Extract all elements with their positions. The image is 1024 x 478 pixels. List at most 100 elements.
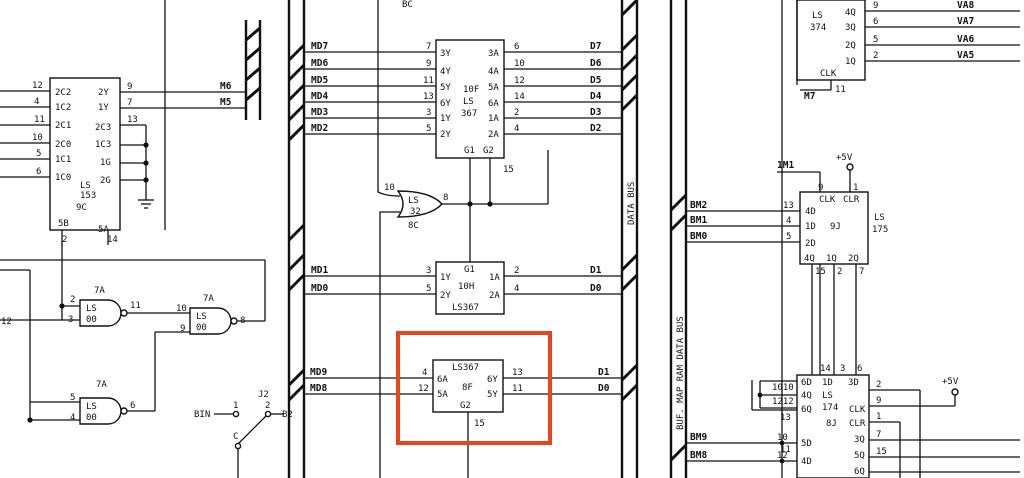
svg-text:G1: G1 [464, 265, 475, 275]
svg-text:3Q: 3Q [854, 435, 865, 445]
svg-text:2Y: 2Y [98, 88, 109, 98]
svg-text:MD2: MD2 [311, 123, 328, 134]
svg-text:BM0: BM0 [690, 231, 707, 242]
svg-text:CLK: CLK [820, 69, 837, 79]
svg-text:LS: LS [86, 304, 97, 314]
svg-text:1C2: 1C2 [55, 103, 71, 113]
svg-text:4: 4 [514, 284, 519, 294]
svg-text:10H: 10H [458, 282, 474, 292]
left-edge-12: 12 [1, 317, 12, 327]
net-m7: M7 [804, 91, 815, 102]
svg-text:2A: 2A [488, 130, 499, 140]
svg-text:MD8: MD8 [310, 383, 327, 394]
svg-text:15: 15 [474, 419, 485, 429]
svg-text:B2: B2 [282, 410, 293, 420]
svg-text:2: 2 [514, 266, 519, 276]
svg-text:1010: 1010 [772, 383, 794, 393]
svg-text:BM9: BM9 [690, 432, 707, 443]
svg-text:1G: 1G [100, 158, 111, 168]
svg-text:CLK: CLK [849, 405, 866, 415]
chip-ls175-9j: 1M1 +5V 9 1 CLK CLR 4D 1D 2D 9J 4Q 1Q 2Q… [686, 153, 888, 375]
svg-text:LS367: LS367 [452, 363, 479, 373]
svg-text:2C1: 2C1 [55, 121, 71, 131]
svg-text:3Q: 3Q [845, 23, 856, 33]
svg-text:D5: D5 [590, 75, 602, 86]
svg-text:6Q: 6Q [801, 405, 812, 415]
svg-text:7: 7 [876, 430, 881, 440]
svg-text:12: 12 [418, 384, 429, 394]
svg-text:12: 12 [32, 81, 43, 91]
svg-text:1: 1 [233, 401, 238, 411]
svg-text:5: 5 [36, 149, 41, 159]
svg-text:1C1: 1C1 [55, 155, 71, 165]
svg-text:8C: 8C [408, 221, 419, 231]
svg-text:LS: LS [196, 312, 207, 322]
jumper-name: J2 [258, 390, 269, 400]
svg-text:+5V: +5V [942, 377, 959, 387]
svg-text:1: 1 [876, 412, 881, 422]
svg-text:5Q: 5Q [854, 451, 865, 461]
svg-text:BM8: BM8 [690, 450, 707, 461]
svg-text:+5V: +5V [836, 153, 853, 163]
svg-text:BM1: BM1 [690, 215, 707, 226]
svg-text:7: 7 [426, 42, 431, 52]
svg-text:2: 2 [876, 380, 881, 390]
svg-text:D2: D2 [590, 123, 601, 134]
svg-text:175: 175 [872, 225, 888, 235]
svg-text:5A: 5A [488, 83, 499, 93]
buf-map-ram-bus-label: BUF. MAP RAM DATA BUS [676, 316, 686, 430]
svg-text:MD1: MD1 [311, 265, 328, 276]
svg-text:6Y: 6Y [440, 99, 451, 109]
svg-text:LS367: LS367 [452, 303, 479, 313]
svg-text:7: 7 [127, 98, 132, 108]
svg-text:BM2: BM2 [690, 200, 707, 211]
svg-text:1: 1 [853, 183, 858, 193]
svg-text:LS: LS [463, 97, 474, 107]
svg-text:6Y: 6Y [487, 375, 498, 385]
svg-text:1Y: 1Y [98, 103, 109, 113]
svg-text:1D: 1D [822, 378, 833, 388]
svg-text:12: 12 [514, 76, 525, 86]
svg-text:MD3: MD3 [311, 107, 328, 118]
svg-text:00: 00 [196, 323, 207, 333]
svg-text:2A: 2A [489, 291, 500, 301]
jumper-j2: BIN 1 2 J2 B2 C [194, 390, 293, 478]
svg-text:CLK: CLK [819, 195, 836, 205]
svg-text:1Q: 1Q [845, 57, 856, 67]
svg-text:2Q: 2Q [848, 254, 859, 264]
svg-text:12: 12 [777, 451, 788, 461]
svg-text:1D: 1D [805, 222, 816, 232]
svg-text:1C0: 1C0 [55, 173, 71, 183]
svg-text:2: 2 [70, 295, 75, 305]
svg-text:7: 7 [859, 267, 864, 277]
svg-text:9: 9 [426, 59, 431, 69]
svg-text:C: C [233, 432, 238, 442]
svg-text:3A: 3A [488, 49, 499, 59]
chip-ls367-10h: G1 1Y 2Y 1A 2A 10H LS367 3 5 2 4 MD1 MD0… [304, 261, 622, 315]
chip-ls367-8f: LS367 6A 5A 6Y 5Y 8F G2 15 4 12 13 11 MD… [304, 359, 622, 478]
svg-text:D7: D7 [590, 41, 601, 52]
svg-text:G2: G2 [460, 401, 471, 411]
svg-text:14: 14 [820, 364, 831, 374]
svg-text:11: 11 [423, 76, 434, 86]
svg-text:3: 3 [426, 266, 431, 276]
svg-text:9C: 9C [76, 203, 87, 213]
net-1m1: 1M1 [777, 160, 794, 171]
chip-ls367-10f: 3Y 4Y 5Y 6Y 1Y 2Y 3A 4A 5A 6A 1A 2A 10F … [304, 39, 622, 205]
svg-text:8J: 8J [826, 419, 837, 429]
svg-text:15: 15 [503, 165, 514, 175]
svg-text:2: 2 [62, 235, 67, 245]
svg-text:3: 3 [840, 364, 845, 374]
svg-text:10: 10 [384, 183, 395, 193]
svg-text:13: 13 [783, 201, 794, 211]
svg-text:LS: LS [86, 402, 97, 412]
svg-text:MD0: MD0 [311, 283, 328, 294]
svg-text:11: 11 [512, 384, 523, 394]
svg-text:00: 00 [86, 413, 97, 423]
svg-text:MD6: MD6 [311, 58, 328, 69]
svg-text:CLR: CLR [843, 195, 860, 205]
svg-text:8: 8 [443, 193, 448, 203]
svg-text:2: 2 [837, 267, 842, 277]
chip-ls153: 2C2 1C2 2C1 2C0 1C1 1C0 2Y 1Y 2C3 1C3 1G… [0, 77, 246, 320]
svg-text:2Y: 2Y [440, 291, 451, 301]
